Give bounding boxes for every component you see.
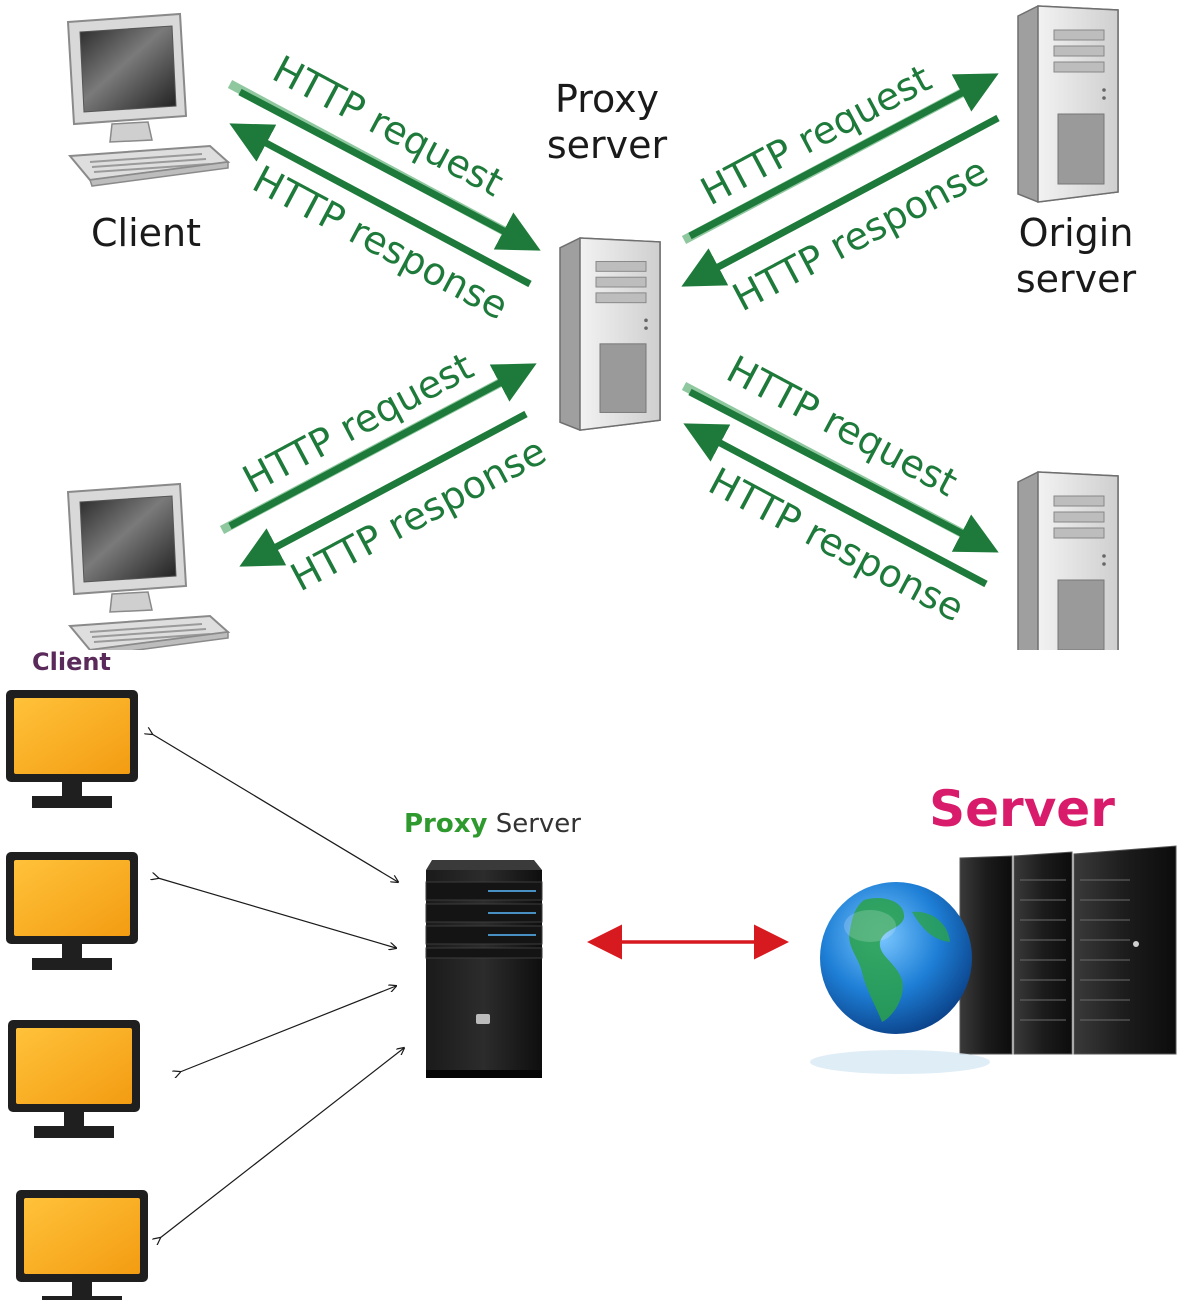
server-word: Server xyxy=(487,809,581,839)
proxy-server-label-line2: server xyxy=(547,123,668,167)
request-arrow-upper-left-head xyxy=(238,88,541,251)
request-arrow-upper-right-head xyxy=(688,73,999,240)
proxy-flow-diagram-top: Proxy server Client Origin server HTTP r… xyxy=(67,5,1137,669)
origin-server-label-line1: Origin xyxy=(1019,211,1134,255)
server-rack-icon xyxy=(959,845,1177,1055)
client-proxy-arrow xyxy=(152,734,398,882)
client-monitor-icon xyxy=(6,852,138,970)
client-proxy-arrow xyxy=(158,878,396,948)
top-diagram-svg: Proxy server Client Origin server HTTP r… xyxy=(67,5,1137,669)
client-proxy-arrow xyxy=(180,986,396,1072)
client-proxy-arrow xyxy=(160,1048,404,1238)
request-arrow-lower-left-head xyxy=(228,363,537,530)
client-monitor-icon xyxy=(6,690,138,808)
request-arrow-lower-right-head xyxy=(688,388,999,553)
client-label: Client xyxy=(91,211,201,255)
client-heading: Client xyxy=(32,650,111,676)
proxy-server-tower-icon xyxy=(425,860,543,1078)
response-arrow-upper-left xyxy=(229,123,532,288)
bottom-diagram-svg: Client Proxy Server xyxy=(6,648,1177,1300)
proxy-server-icon xyxy=(559,237,661,431)
origin-server-top-icon xyxy=(1017,5,1119,203)
server-heading: Server xyxy=(929,780,1115,838)
response-arrow-lower-left xyxy=(239,410,528,567)
proxy-network-diagram-bottom: Client Proxy Server xyxy=(0,648,1200,1300)
response-arrow-upper-right xyxy=(681,114,1000,287)
client-computer-top-icon xyxy=(67,13,229,187)
client-monitor-icon xyxy=(8,1020,140,1138)
response-arrow-lower-right xyxy=(683,423,988,588)
origin-server-bottom-icon xyxy=(1017,471,1119,669)
client-computer-bottom-icon xyxy=(67,483,229,657)
globe-icon xyxy=(810,882,990,1074)
client-monitor-icon xyxy=(16,1190,148,1300)
proxy-server-heading: Proxy Server xyxy=(404,809,581,839)
proxy-server-label-line1: Proxy xyxy=(555,77,659,121)
proxy-word: Proxy xyxy=(404,809,488,839)
origin-server-label-line2: server xyxy=(1016,257,1137,301)
